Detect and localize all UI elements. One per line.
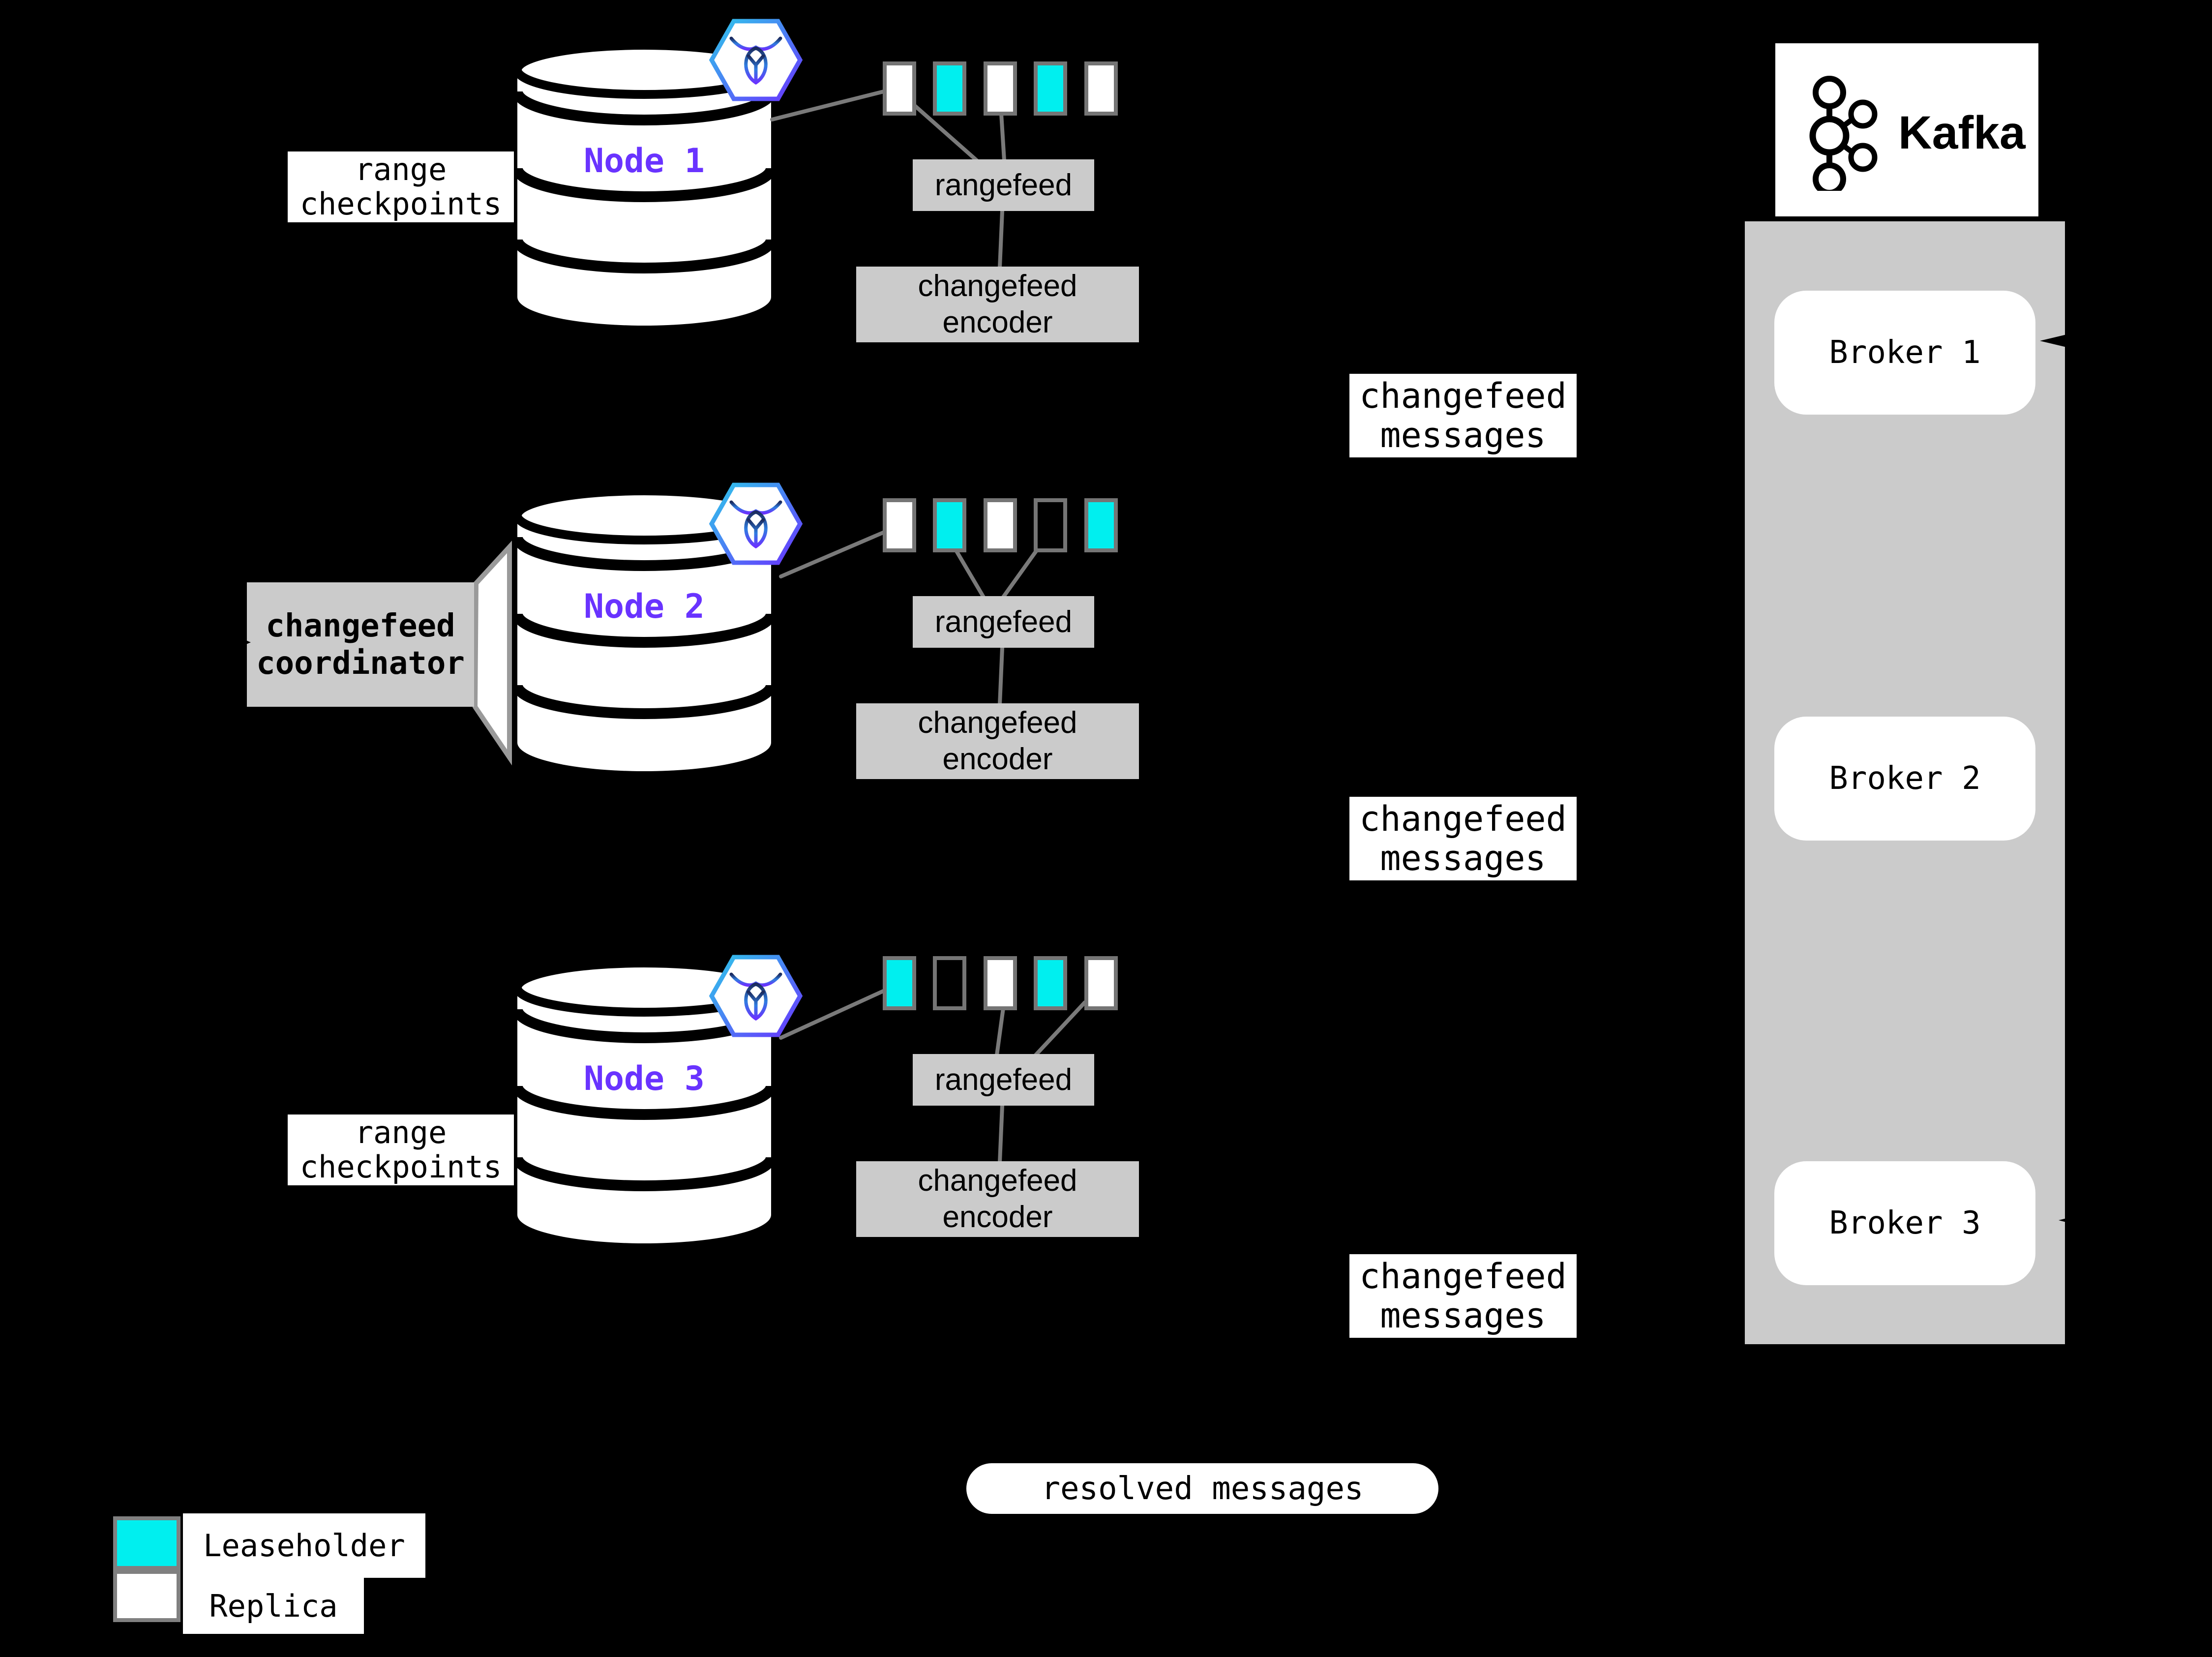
range-square <box>1034 61 1067 116</box>
range-square <box>1084 498 1118 552</box>
node2-cylinder <box>512 486 777 771</box>
encoder-line1: changefeed <box>918 706 1077 740</box>
range-square <box>1034 956 1067 1010</box>
coordinator-callout-tail <box>472 541 512 766</box>
range-square <box>933 956 966 1010</box>
range-checkpoints-label: range checkpoints <box>288 151 514 222</box>
broker-1-box: Broker 1 <box>1774 291 2035 415</box>
rangefeed-box: rangefeed <box>913 1054 1094 1106</box>
changefeed-messages-label: changefeed messages <box>1349 797 1577 880</box>
range-square <box>1034 498 1067 552</box>
node3-label: Node 3 <box>584 1059 705 1098</box>
kafka-logo-box: Kafka <box>1775 43 2038 216</box>
kafka-brand-label: Kafka <box>1898 107 2026 159</box>
node1-cylinder <box>512 41 777 326</box>
changefeed-encoder-box: changefeed encoder <box>856 1161 1139 1237</box>
range-square <box>1084 956 1118 1010</box>
legend-replica-labelbox: Replica <box>183 1578 364 1634</box>
legend-leaseholder-swatch <box>113 1516 180 1570</box>
broker-3-label: Broker 3 <box>1829 1205 1981 1241</box>
range-square <box>883 498 916 552</box>
rangefeed-label: rangefeed <box>934 168 1073 202</box>
legend-leaseholder-label: Leaseholder <box>203 1528 405 1564</box>
changefeed-messages-label: changefeed messages <box>1349 374 1577 457</box>
node1-label: Node 1 <box>584 142 705 181</box>
range-checkpoints-line2: checkpoints <box>299 1149 502 1185</box>
encoder-line2: encoder <box>942 1200 1053 1234</box>
range-checkpoints-line2: checkpoints <box>299 186 502 222</box>
range-square <box>1084 61 1118 116</box>
cockroachdb-logo-icon <box>709 955 803 1037</box>
rangefeed-box: rangefeed <box>913 596 1094 648</box>
messages-line2: messages <box>1380 415 1546 455</box>
encoder-line1: changefeed <box>918 1164 1077 1198</box>
resolved-messages-pill: resolved messages <box>966 1463 1438 1514</box>
node2-label: Node 2 <box>584 587 705 626</box>
changefeed-messages-label: changefeed messages <box>1349 1254 1577 1338</box>
broker-2-label: Broker 2 <box>1829 760 1981 797</box>
encoder-line1: changefeed <box>918 269 1077 303</box>
range-checkpoints-line1: range <box>355 151 447 187</box>
cockroachdb-logo-icon <box>709 482 803 565</box>
rangefeed-label: rangefeed <box>934 605 1073 639</box>
range-checkpoints-line1: range <box>355 1115 447 1150</box>
coordinator-line1: changefeed <box>266 607 455 644</box>
resolved-messages-label: resolved messages <box>1041 1470 1364 1507</box>
range-square <box>883 956 916 1010</box>
range-checkpoints-label: range checkpoints <box>288 1115 514 1185</box>
changefeed-encoder-box: changefeed encoder <box>856 703 1139 779</box>
coordinator-line2: coordinator <box>256 645 465 682</box>
range-square <box>933 61 966 116</box>
broker-3-box: Broker 3 <box>1774 1161 2035 1285</box>
rangefeed-label: rangefeed <box>934 1063 1073 1097</box>
encoder-line2: encoder <box>942 305 1053 339</box>
kafka-logo-icon <box>1809 76 1878 191</box>
range-square <box>883 61 916 116</box>
messages-line2: messages <box>1380 1295 1546 1336</box>
broker-2-box: Broker 2 <box>1774 717 2035 841</box>
range-square <box>984 61 1017 116</box>
cockroachdb-logo-icon <box>709 19 803 101</box>
broker-1-label: Broker 1 <box>1829 334 1981 371</box>
changefeed-coordinator-callout: changefeed coordinator <box>247 582 474 707</box>
messages-line1: changefeed <box>1359 799 1567 839</box>
range-square <box>984 956 1017 1010</box>
legend-replica-swatch <box>113 1570 180 1622</box>
messages-line1: changefeed <box>1359 376 1567 416</box>
legend-replica-label: Replica <box>209 1588 338 1624</box>
range-square <box>984 498 1017 552</box>
range-square <box>933 498 966 552</box>
messages-line2: messages <box>1380 838 1546 878</box>
changefeed-encoder-box: changefeed encoder <box>856 267 1139 342</box>
legend-leaseholder-labelbox: Leaseholder <box>183 1513 425 1578</box>
rangefeed-box: rangefeed <box>913 159 1094 211</box>
messages-line1: changefeed <box>1359 1256 1567 1296</box>
node3-cylinder <box>512 959 777 1243</box>
encoder-line2: encoder <box>942 742 1053 776</box>
